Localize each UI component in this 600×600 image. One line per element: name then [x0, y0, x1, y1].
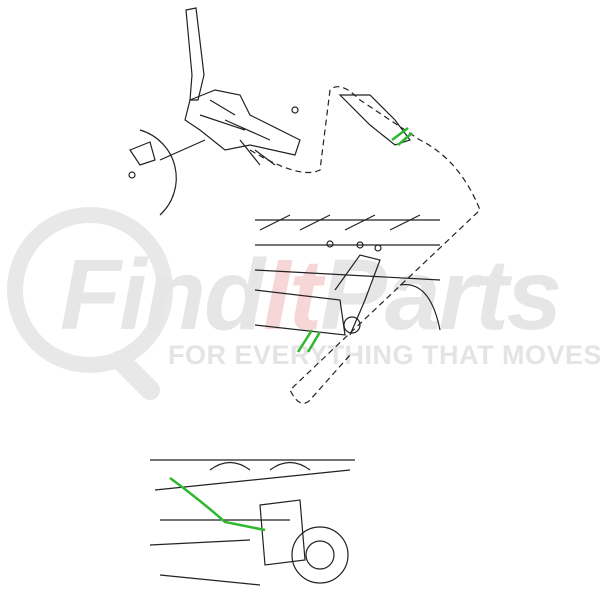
underbody-detail [254, 214, 441, 336]
callout-path [249, 86, 481, 404]
axle-detail [149, 459, 355, 586]
highlighted-cable [169, 127, 413, 532]
watermark-logo: FindItParts [60, 239, 562, 351]
watermark-tagline: FOR EVERYTHING THAT MOVES [168, 340, 600, 370]
shifter-assembly [128, 7, 301, 216]
cable-end [338, 94, 411, 146]
